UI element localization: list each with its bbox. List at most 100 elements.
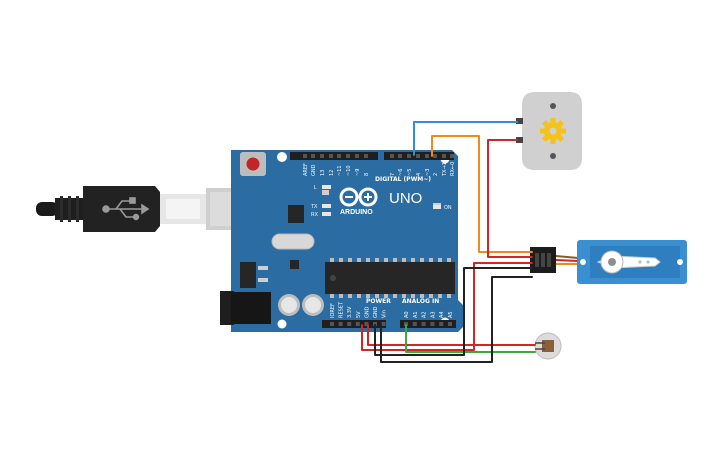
power-pin-label: 5V bbox=[356, 311, 362, 318]
analog-pin-socket[interactable] bbox=[448, 322, 452, 326]
digital-pin-socket[interactable] bbox=[303, 154, 307, 158]
chip-leg bbox=[420, 294, 424, 298]
digital-pin-socket[interactable] bbox=[425, 154, 429, 158]
digital-pin-socket[interactable] bbox=[346, 154, 350, 158]
digital-pin-label: TX→1 bbox=[442, 162, 448, 177]
reset-button[interactable] bbox=[240, 152, 266, 176]
power-pin-socket[interactable] bbox=[381, 322, 386, 326]
digital-pin-socket[interactable] bbox=[416, 154, 420, 158]
chip-leg bbox=[366, 294, 370, 298]
digital-pin-socket[interactable] bbox=[433, 154, 437, 158]
power-jack[interactable] bbox=[220, 291, 271, 325]
digital-pin-socket[interactable] bbox=[337, 154, 341, 158]
digital-header-label: DIGITAL (PWM~) bbox=[375, 176, 431, 183]
chip-leg bbox=[339, 294, 343, 298]
wire-black-ldr[interactable] bbox=[380, 276, 533, 363]
servo-horn[interactable] bbox=[596, 250, 661, 274]
led-l: L bbox=[314, 185, 331, 191]
digital-pin-socket[interactable] bbox=[329, 154, 333, 158]
power-pin-label: RESET bbox=[339, 301, 345, 318]
digital-pin-label: RX←0 bbox=[450, 162, 456, 176]
chip-leg bbox=[393, 294, 397, 298]
digital-pin-label: ~3 bbox=[425, 169, 431, 176]
servo-motor[interactable] bbox=[530, 240, 687, 284]
usb-icon bbox=[102, 197, 150, 221]
chip-leg bbox=[375, 294, 379, 298]
power-pin-socket[interactable] bbox=[338, 322, 343, 326]
capacitor bbox=[302, 294, 324, 316]
digital-pin-label: 2 bbox=[433, 173, 439, 176]
chip-leg bbox=[339, 258, 343, 262]
board-model: UNO bbox=[389, 190, 422, 207]
wire-red-motor[interactable] bbox=[487, 139, 533, 258]
led-on: ON bbox=[433, 205, 452, 211]
digital-pin-socket[interactable] bbox=[450, 154, 454, 158]
digital-pin-socket[interactable] bbox=[398, 154, 402, 158]
wire-red-ldr[interactable] bbox=[367, 324, 536, 346]
power-pin-label: GND bbox=[373, 306, 379, 318]
power-pin-socket[interactable] bbox=[330, 322, 334, 326]
analog-pin-label: A0 bbox=[404, 311, 410, 318]
chip-leg bbox=[438, 294, 442, 298]
led-rx-label: RX bbox=[311, 212, 319, 218]
analog-label: ANALOG IN bbox=[402, 298, 439, 305]
dc-motor[interactable] bbox=[516, 92, 582, 170]
gear-icon bbox=[540, 118, 566, 144]
led-on-label: ON bbox=[444, 205, 452, 211]
analog-pin-label: A2 bbox=[422, 311, 428, 318]
power-pin-socket[interactable] bbox=[347, 322, 352, 326]
chip-leg bbox=[330, 294, 334, 298]
analog-pin-socket[interactable] bbox=[430, 322, 435, 326]
analog-pin-label: A5 bbox=[448, 311, 454, 318]
chip-leg bbox=[357, 294, 361, 298]
digital-pin-socket[interactable] bbox=[311, 154, 315, 158]
chip-leg bbox=[411, 294, 415, 298]
chip-leg bbox=[420, 258, 424, 262]
digital-pin-socket[interactable] bbox=[407, 154, 411, 158]
chip-leg bbox=[384, 258, 388, 262]
power-pin-label: Vin bbox=[382, 310, 388, 318]
chip-leg bbox=[348, 258, 352, 262]
digital-pin-label: AREF bbox=[303, 163, 309, 176]
chip-leg bbox=[447, 294, 451, 298]
wire-red-servo[interactable] bbox=[361, 262, 533, 351]
digital-pin-label: 12 bbox=[329, 170, 335, 176]
wire-blue[interactable] bbox=[413, 121, 518, 156]
digital-pin-label: GND bbox=[311, 164, 317, 176]
power-pin-socket[interactable] bbox=[364, 322, 369, 326]
atmega-chip bbox=[325, 258, 455, 298]
digital-pin-socket[interactable] bbox=[364, 154, 368, 158]
analog-pin-socket[interactable] bbox=[439, 322, 444, 326]
led-l-label: L bbox=[314, 185, 317, 191]
digital-pin-label: ~5 bbox=[407, 169, 413, 176]
digital-pin-socket[interactable] bbox=[442, 154, 446, 158]
arduino-logo bbox=[339, 187, 378, 207]
digital-pin-socket[interactable] bbox=[390, 154, 394, 158]
chip-leg bbox=[384, 294, 388, 298]
usb-cable[interactable] bbox=[36, 186, 264, 232]
power-pin-socket[interactable] bbox=[355, 322, 360, 326]
digital-pin-label: 8 bbox=[364, 173, 370, 176]
chip-leg bbox=[366, 258, 370, 262]
chip-leg bbox=[402, 294, 406, 298]
board-brand: ARDUINO bbox=[340, 209, 373, 216]
analog-pin-socket[interactable] bbox=[421, 322, 426, 326]
wire-black-servo[interactable] bbox=[374, 267, 533, 356]
analog-pin-label: A1 bbox=[413, 311, 419, 318]
capacitor bbox=[278, 294, 300, 316]
chip-leg bbox=[330, 258, 334, 262]
analog-pin-socket[interactable] bbox=[412, 322, 417, 326]
digital-pin-socket[interactable] bbox=[320, 154, 324, 158]
chip-leg bbox=[429, 294, 433, 298]
analog-pin-label: A3 bbox=[430, 311, 436, 318]
photoresistor[interactable] bbox=[534, 332, 562, 360]
chip-leg bbox=[393, 258, 397, 262]
digital-pin-socket[interactable] bbox=[355, 154, 359, 158]
wire-orange[interactable] bbox=[431, 135, 533, 253]
led-tx: TX bbox=[311, 204, 331, 210]
